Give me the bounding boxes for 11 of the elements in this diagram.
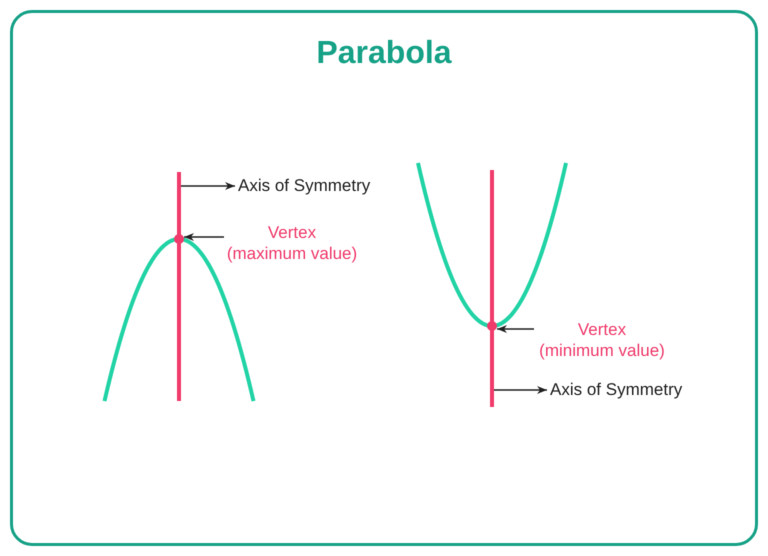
vertex-label: Vertex (minimum value) <box>534 319 670 361</box>
leader-arrow <box>184 233 224 241</box>
vertex-dot <box>174 234 184 244</box>
leader-arrow <box>181 182 235 190</box>
leader-arrow <box>497 325 534 333</box>
vertex-dot <box>487 321 497 331</box>
leader-arrow <box>494 386 547 394</box>
axis-label: Axis of Symmetry <box>235 175 370 196</box>
axis-label: Axis of Symmetry <box>547 379 682 400</box>
vertex-label: Vertex (maximum value) <box>224 222 360 264</box>
title: Parabola <box>315 33 453 72</box>
